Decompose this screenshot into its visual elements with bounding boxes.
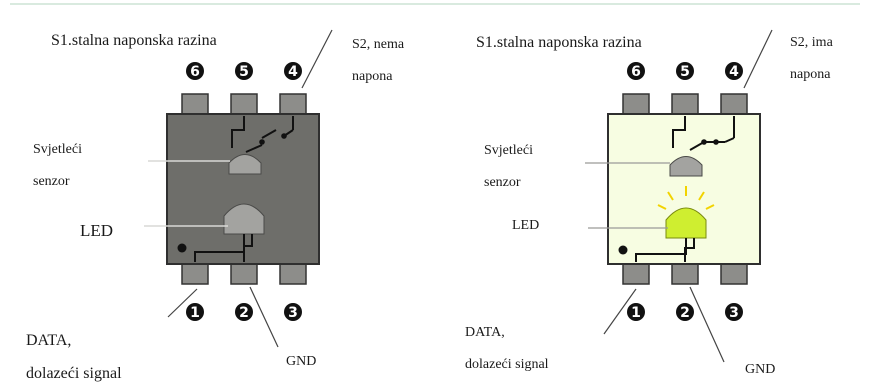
left-wire-switch-pin4 xyxy=(283,129,294,137)
right-pin-num-3: 3 xyxy=(729,305,739,321)
left-pin-badge-6 xyxy=(186,62,204,80)
left-pin-1-leg xyxy=(181,261,209,285)
right-pin-badge-2 xyxy=(676,303,694,321)
left-data-pointer xyxy=(167,288,198,318)
right-wire-pin2 xyxy=(684,238,695,262)
right-wire-switch-pin4 xyxy=(724,137,735,143)
right-data-label-line1: DATA, xyxy=(465,325,505,340)
right-led-glow xyxy=(657,186,715,210)
right-switch-contact-b xyxy=(713,139,719,145)
right-pin-1-leg xyxy=(622,261,650,285)
left-pin-3-leg xyxy=(279,261,307,285)
right-s2-label-line1: S2, ima xyxy=(790,35,833,50)
left-chip: 6 5 4 1 2 3 xyxy=(144,29,333,348)
right-pin-5-leg xyxy=(671,93,699,117)
left-led-label: LED xyxy=(80,221,114,240)
left-pin-badge-5 xyxy=(235,62,253,80)
left-gnd-label: GND xyxy=(286,354,317,369)
right-pin-badge-3 xyxy=(725,303,743,321)
left-pin-num-2: 2 xyxy=(239,305,249,321)
left-pin-5-leg xyxy=(230,93,258,117)
right-pin-num-4: 4 xyxy=(729,64,739,80)
right-wire-pin1 xyxy=(635,238,687,262)
left-s1-label: S1.stalna naponska razina xyxy=(51,32,217,49)
right-gnd-pointer xyxy=(689,286,725,363)
left-s2-label-line1: S2, nema xyxy=(352,37,405,52)
left-pin-badge-4 xyxy=(284,62,302,80)
right-pin-badge-4 xyxy=(725,62,743,80)
right-pin1-dot xyxy=(618,245,628,255)
right-s1-label: S1.stalna naponska razina xyxy=(476,34,642,51)
right-gnd-label: GND xyxy=(745,362,776,377)
left-pin-num-4: 4 xyxy=(288,64,298,80)
right-chip: 6 5 4 1 2 3 xyxy=(585,29,773,363)
right-data-label-line2: dolazeći signal xyxy=(465,357,549,372)
left-wire-pin1 xyxy=(194,234,245,262)
right-pin-num-5: 5 xyxy=(680,64,690,80)
left-s2-pointer xyxy=(301,29,333,89)
left-s2-label-line2: napona xyxy=(352,69,393,84)
left-pin-badge-1 xyxy=(186,303,204,321)
right-sensor-label-line2: senzor xyxy=(484,175,521,190)
top-border-line xyxy=(10,3,860,5)
right-pin-num-1: 1 xyxy=(631,305,641,321)
left-data-label-line2: dolazeći signal xyxy=(26,365,122,382)
left-data-label-line1: DATA, xyxy=(26,332,72,349)
right-sensor-dome xyxy=(669,156,703,177)
left-led-dome xyxy=(223,203,265,235)
left-pin-badge-3 xyxy=(284,303,302,321)
left-switch-blade xyxy=(261,129,277,139)
left-sensor-label-line2: senzor xyxy=(33,174,70,189)
right-s2-label-line2: napona xyxy=(790,67,831,82)
left-gnd-pointer xyxy=(249,286,279,348)
left-pin-badge-2 xyxy=(235,303,253,321)
right-pin-badge-6 xyxy=(627,62,645,80)
right-s2-pointer xyxy=(743,29,773,89)
right-data-pointer xyxy=(603,288,637,335)
left-pin-2-leg xyxy=(230,261,258,285)
left-pin1-dot xyxy=(177,243,187,253)
right-pin-6-leg xyxy=(622,93,650,117)
right-pin-4-leg xyxy=(720,93,748,117)
right-pin-2-leg xyxy=(671,261,699,285)
right-chip-body xyxy=(607,113,761,265)
left-pin-num-1: 1 xyxy=(190,305,200,321)
left-pin-6-leg xyxy=(181,93,209,117)
right-pin-num-6: 6 xyxy=(631,64,641,80)
right-led-dome xyxy=(665,207,707,239)
left-wire-pin5 xyxy=(231,116,245,148)
left-pin-4-leg xyxy=(279,93,307,117)
right-pin-badge-5 xyxy=(676,62,694,80)
right-pin-num-2: 2 xyxy=(680,305,690,321)
left-pin-num-5: 5 xyxy=(239,64,249,80)
left-pin-num-3: 3 xyxy=(288,305,298,321)
left-wire-pin2 xyxy=(243,234,253,262)
right-pin-badge-1 xyxy=(627,303,645,321)
left-switch-contact-a xyxy=(259,139,265,145)
right-pin-3-leg xyxy=(720,261,748,285)
right-led-label: LED xyxy=(512,218,540,233)
left-pin-num-6: 6 xyxy=(190,64,200,80)
right-wire-pin5 xyxy=(672,116,686,148)
left-sensor-dome xyxy=(228,154,262,175)
left-sensor-label-line1: Svjetleći xyxy=(33,142,82,157)
right-switch-contact-a xyxy=(701,139,707,145)
left-wire-link xyxy=(245,144,263,153)
right-sensor-label-line1: Svjetleći xyxy=(484,143,533,158)
